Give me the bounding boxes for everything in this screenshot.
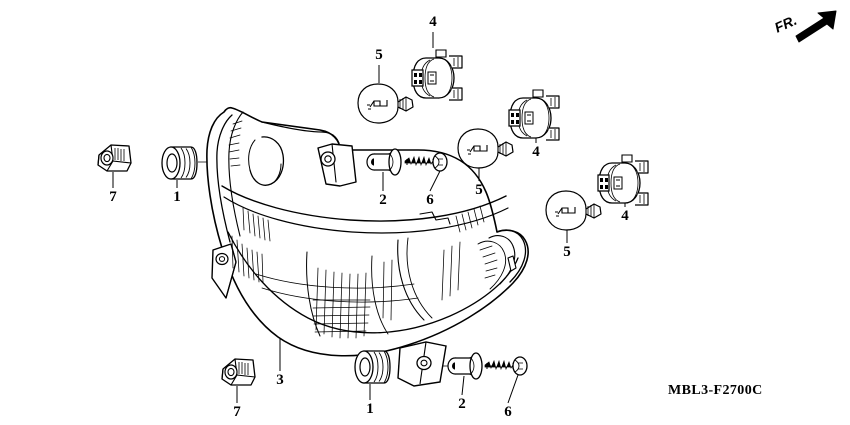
- part-bulb-5-top: [357, 65, 414, 124]
- part-collar-2-bottom: [447, 352, 483, 396]
- callout-1-bottom: 1: [366, 401, 374, 417]
- callout-6-top: 6: [426, 192, 434, 208]
- arrow-up-right-icon: [795, 10, 837, 43]
- callout-5-low: 5: [563, 244, 571, 260]
- part-bulb-5-low: [545, 190, 602, 243]
- callout-1-top: 1: [173, 189, 181, 205]
- callout-6-bottom: 6: [504, 404, 512, 420]
- callout-7-top: 7: [109, 189, 117, 205]
- taillight-assembly-body: [206, 106, 529, 357]
- part-bulb-5-mid: [457, 128, 514, 181]
- part-clip-7-top: [97, 144, 132, 188]
- callout-4-mid: 4: [532, 144, 540, 160]
- callout-7-bottom: 7: [233, 404, 241, 420]
- callout-5-top: 5: [375, 47, 383, 63]
- part-clip-7-bottom: [221, 358, 256, 403]
- callout-4-top: 4: [429, 14, 437, 30]
- part-socket-4-mid: [508, 89, 560, 143]
- part-socket-4-low: [597, 154, 649, 207]
- callout-2-top: 2: [379, 192, 387, 208]
- part-socket-4-top: [411, 32, 463, 101]
- part-screw-6-top: [404, 152, 448, 192]
- part-collar-2-top: [366, 148, 402, 191]
- callout-3-body: 3: [276, 372, 284, 388]
- part-number-label: MBL3-F2700C: [668, 383, 763, 398]
- lower-mounting-tab: [397, 341, 447, 387]
- part-screw-6-bottom: [484, 356, 528, 404]
- callout-2-bottom: 2: [458, 396, 466, 412]
- callout-4-low: 4: [621, 208, 629, 224]
- part-grommet-1-top: [161, 146, 198, 188]
- part-grommet-1-bottom: [354, 350, 391, 400]
- callout-5-mid: 5: [475, 182, 483, 198]
